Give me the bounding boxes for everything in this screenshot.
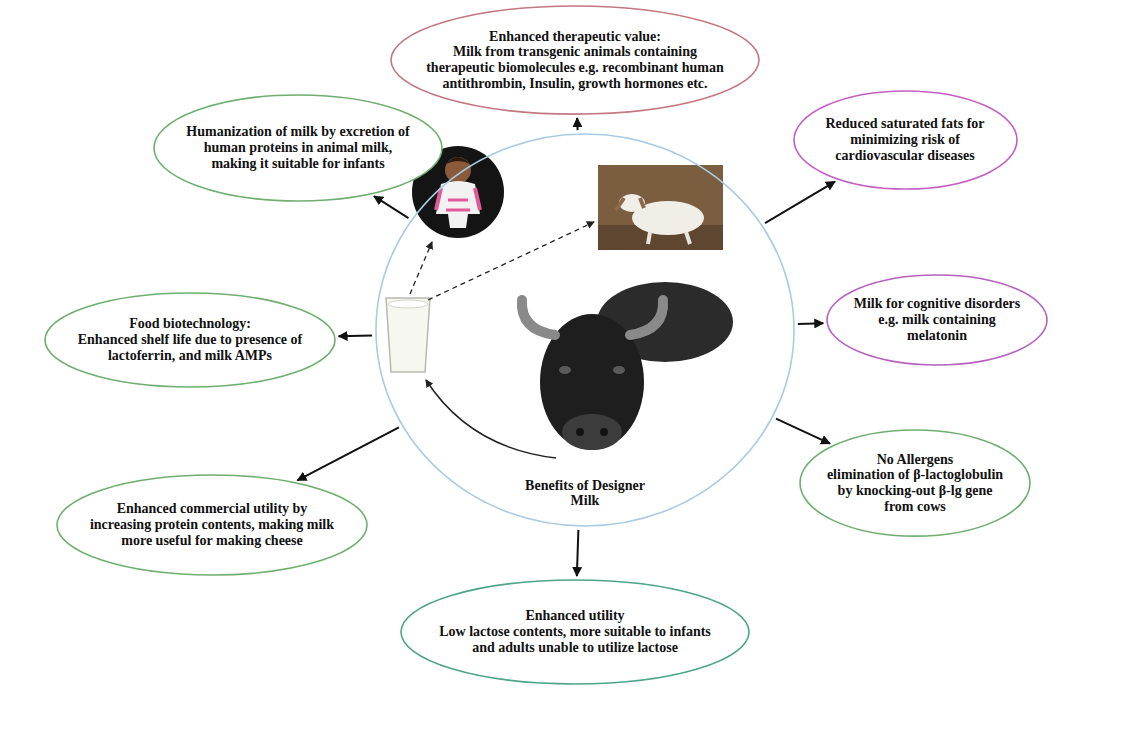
node-heading: No Allergens <box>824 452 1006 468</box>
text-group: Enhanced therapeutic value:Milk from tra… <box>425 29 725 92</box>
benefit-ellipse: Food biotechnology:Enhanced shelf life d… <box>44 292 336 388</box>
node-text: Reduced saturated fats for minimizing ri… <box>819 116 991 163</box>
text-group: No Allergenselimination of β-lactoglobul… <box>824 452 1006 515</box>
connector-arrow <box>374 196 409 218</box>
ellipse-outline <box>391 6 759 114</box>
milk-glass <box>386 298 430 372</box>
text-group: Reduced saturated fats for minimizing ri… <box>819 116 991 163</box>
node-heading: Enhanced therapeutic value: <box>425 29 725 45</box>
goat-photo <box>598 165 723 250</box>
connector-arrow <box>576 118 578 130</box>
connector-arrow <box>798 322 823 325</box>
ellipse-outline <box>57 475 367 575</box>
dashed-arrow <box>428 222 594 300</box>
ellipse-outline <box>376 134 794 526</box>
benefit-ellipse: Enhanced utilityLow lactose contents, mo… <box>400 579 750 685</box>
node-text: Milk for cognitive disorders e.g. milk c… <box>851 296 1023 343</box>
node-text: Enhanced shelf life due to presence of l… <box>73 332 308 363</box>
text-group: Humanization of milk by excretion of hum… <box>184 124 412 171</box>
curved-arrow <box>426 380 556 458</box>
ellipse-outline <box>800 430 1030 536</box>
text-group: Enhanced commercial utility by increasin… <box>88 501 336 548</box>
hub-circle: Benefits of Designer Milk <box>375 133 795 527</box>
text-group: Milk for cognitive disorders e.g. milk c… <box>851 296 1023 343</box>
outline-shape <box>375 133 795 527</box>
ellipse-outline <box>827 275 1047 365</box>
ellipse-outline <box>794 91 1017 189</box>
node-text: Enhanced commercial utility by increasin… <box>88 501 336 548</box>
text-group: Food biotechnology:Enhanced shelf life d… <box>73 316 308 363</box>
benefit-ellipse: Humanization of milk by excretion of hum… <box>153 94 443 202</box>
connector-arrow <box>297 427 399 480</box>
node-text: Milk from transgenic animals containing … <box>425 44 725 91</box>
connector-arrow <box>339 334 373 337</box>
connector-arrow <box>765 182 835 224</box>
text-group: Benefits of Designer Milk <box>525 478 645 509</box>
buffalo-photo <box>522 282 733 450</box>
node-heading: Food biotechnology: <box>73 316 308 332</box>
ellipse-outline <box>401 580 749 684</box>
node-text: Low lactose contents, more suitable to i… <box>436 624 714 655</box>
connector-arrow <box>776 419 830 444</box>
node-text: Benefits of Designer Milk <box>525 478 645 509</box>
benefit-ellipse: Milk for cognitive disorders e.g. milk c… <box>826 274 1048 366</box>
ellipse-outline <box>45 293 335 387</box>
benefit-ellipse: Enhanced therapeutic value:Milk from tra… <box>390 5 760 115</box>
benefit-ellipse: Reduced saturated fats for minimizing ri… <box>793 90 1018 190</box>
text-group: Enhanced utilityLow lactose contents, mo… <box>436 608 714 655</box>
connector-arrow <box>577 530 579 576</box>
node-text: elimination of β-lactoglobulin by knocki… <box>824 467 1006 514</box>
ellipse-outline <box>154 95 442 201</box>
node-text: Humanization of milk by excretion of hum… <box>184 124 412 171</box>
dashed-arrow <box>410 242 432 294</box>
node-heading: Enhanced utility <box>436 608 714 624</box>
benefit-ellipse: No Allergenselimination of β-lactoglobul… <box>799 429 1031 537</box>
benefit-ellipse: Enhanced commercial utility by increasin… <box>56 474 368 576</box>
